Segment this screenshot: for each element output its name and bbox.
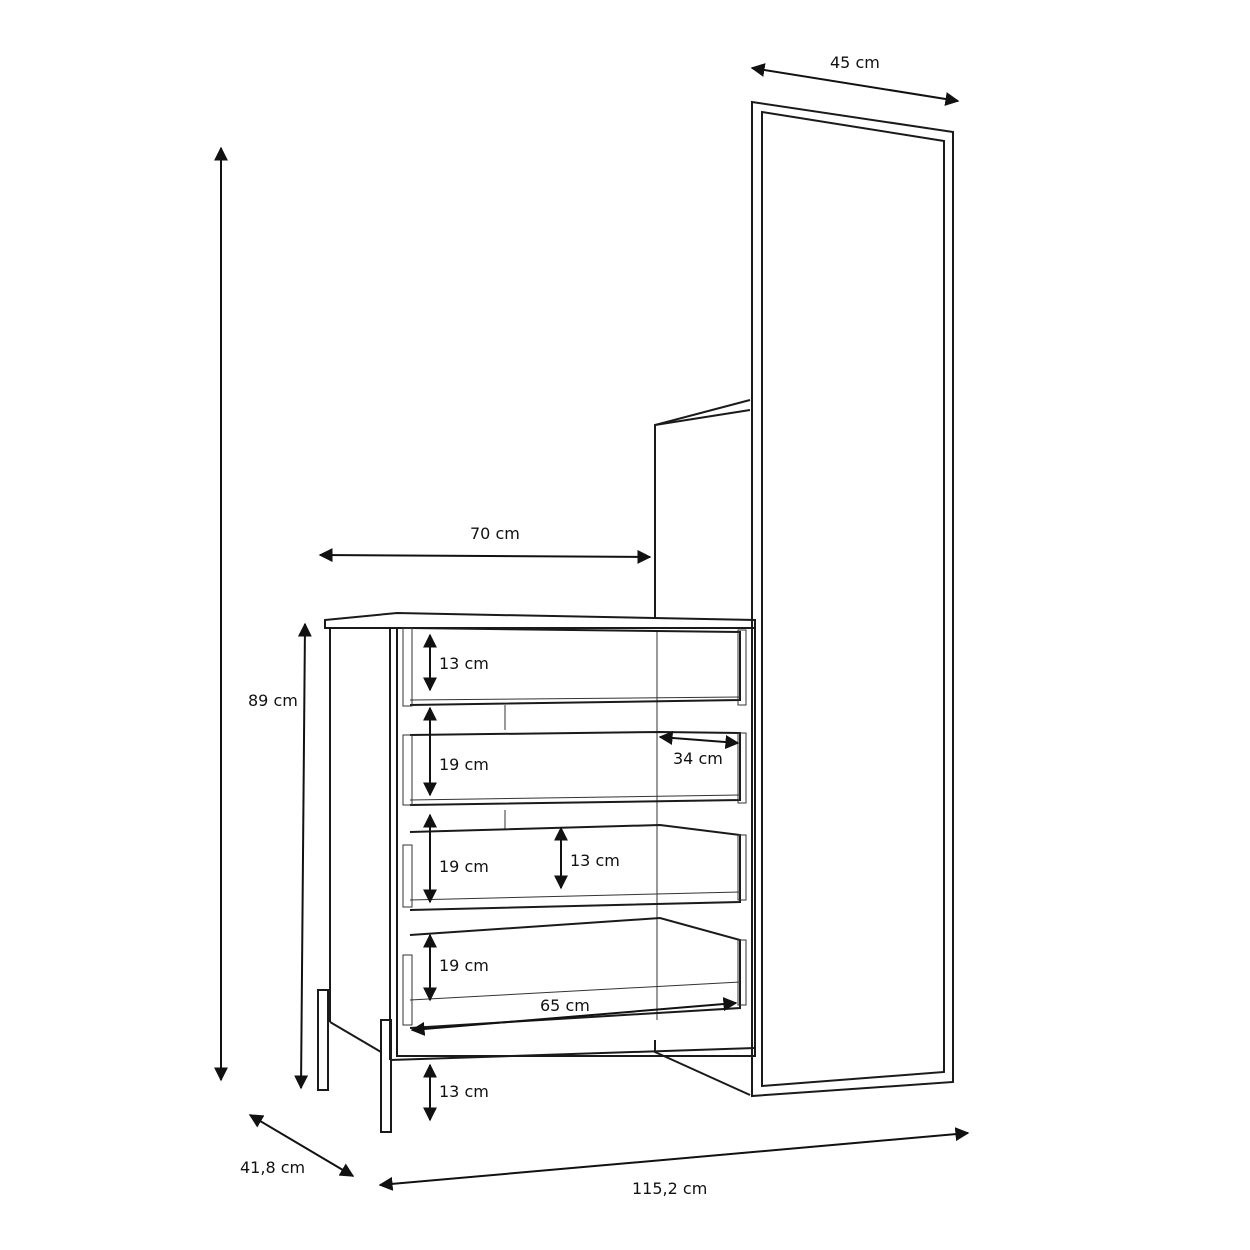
drawer-3 [402, 823, 747, 911]
label-depth: 41,8 cm [240, 1158, 305, 1177]
arrow-total-width [378, 1127, 970, 1191]
label-mirror-width: 45 cm [830, 53, 880, 72]
leg-back [317, 989, 329, 1091]
arrow-depth [248, 1114, 355, 1177]
arrow-mirror-width [750, 63, 960, 106]
label-total-width: 115,2 cm [632, 1179, 707, 1198]
label-drawer-4-height: 19 cm [439, 956, 489, 975]
label-leg-height: 13 cm [439, 1082, 489, 1101]
cabinet-top [324, 611, 756, 629]
label-drawer-2-height: 19 cm [439, 755, 489, 774]
cabinet-body [329, 627, 756, 1061]
label-drawer-3-height: 19 cm [439, 857, 489, 876]
legs [317, 989, 392, 1133]
back-panel [654, 399, 751, 1096]
label-cabinet-width: 70 cm [470, 524, 520, 543]
label-drawer-1-height: 13 cm [439, 654, 489, 673]
mirror [751, 100, 954, 1098]
arrow-cabinet-width [318, 548, 652, 564]
label-drawer-3-inner-height: 13 cm [570, 851, 620, 870]
label-cabinet-height: 89 cm [248, 691, 298, 710]
arrow-drawer-depth [658, 730, 740, 750]
dimension-arrows [214, 63, 970, 1191]
arrow-drawer-width [410, 997, 738, 1036]
label-drawer-depth: 34 cm [673, 749, 723, 768]
drawer-2 [402, 730, 747, 806]
arrow-cabinet-height [294, 622, 312, 1090]
drawer-1 [402, 627, 747, 707]
label-drawer-width: 65 cm [540, 996, 590, 1015]
